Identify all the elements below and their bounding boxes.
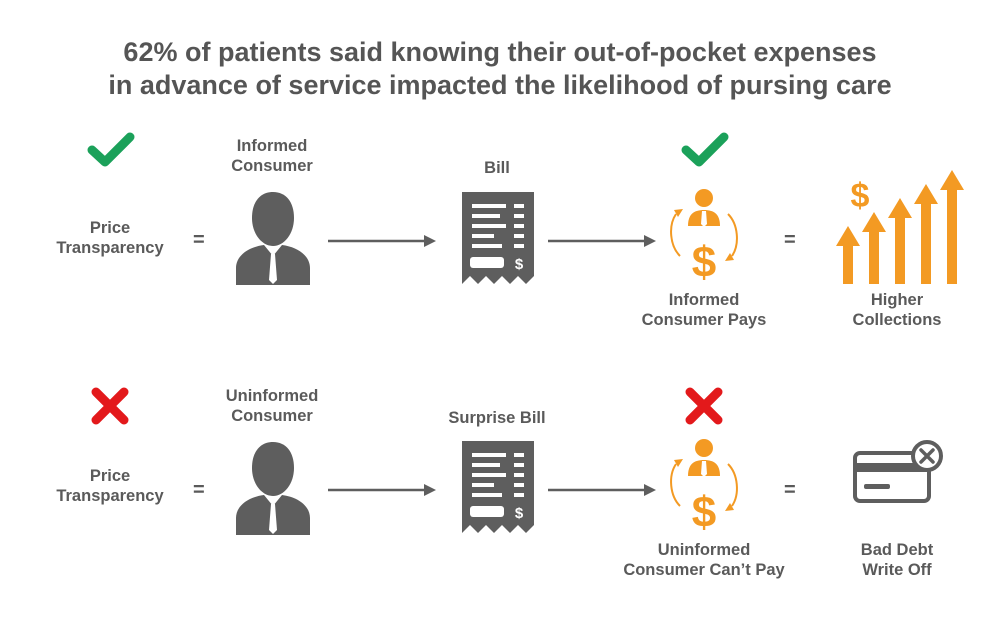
payer-dollar-sign: $ [692,238,716,287]
payer-label: Informed Consumer Pays [641,291,767,329]
bill-dollar-sign: $ [515,256,524,273]
bill-icon: $ [462,441,534,533]
check-icon [87,132,135,167]
rising-arrows-icon: $ [836,170,964,284]
equals-sign: = [784,229,796,251]
bill-dollar-sign: $ [515,505,524,522]
bill-label: Bill [484,159,510,177]
bill-icon: $ [462,192,534,284]
arrow-right-icon [548,235,656,247]
cross-icon [685,387,723,425]
bill-label: Surprise Bill [448,409,546,427]
arrow-right-icon [328,484,436,496]
arrow-right-icon [548,484,656,496]
card-declined-icon [853,440,943,503]
collections-dollar-sign: $ [851,177,870,215]
result-label: Higher Collections [852,291,942,329]
cycle-payment-icon: $ [670,439,738,537]
title-line-2: in advance of service impacted the likel… [108,70,892,100]
title-line-1: 62% of patients said knowing their out-o… [123,37,877,67]
cross-icon [91,387,129,425]
check-icon [681,132,729,167]
result-label: Bad Debt Write Off [860,541,934,579]
payer-dollar-sign: $ [692,488,716,537]
arrow-right-icon [328,235,436,247]
consumer-label: Uninformed Consumer [225,387,319,425]
price-transparency-label: Price Transparency [56,219,164,257]
page-title: 62% of patients said knowing their out-o… [0,36,1000,102]
equals-sign: = [784,479,796,501]
person-icon [236,192,310,285]
equals-sign: = [193,479,205,501]
equals-sign: = [193,229,205,251]
cycle-payment-icon: $ [670,189,738,287]
price-transparency-label: Price Transparency [56,467,164,505]
payer-label: Uninformed Consumer Can’t Pay [623,541,785,579]
person-icon [236,442,310,535]
consumer-label: Informed Consumer [231,137,313,175]
